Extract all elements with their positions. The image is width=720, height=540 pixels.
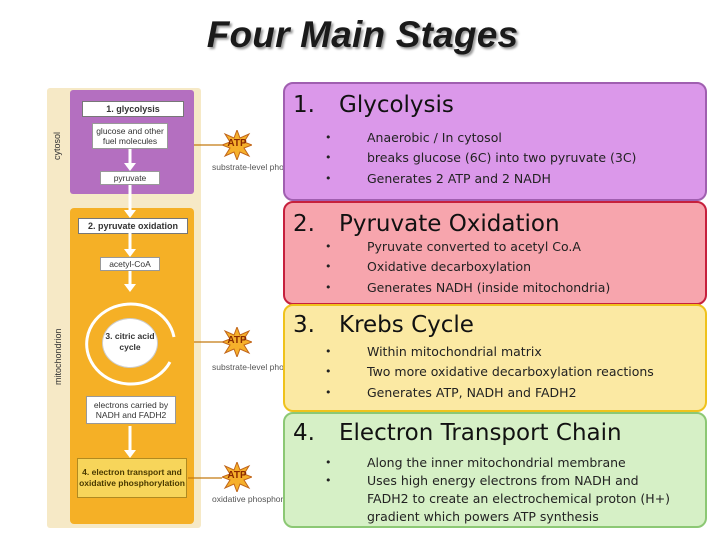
- electrons-carried-box: electrons carried by NADH and FADH2: [86, 396, 176, 424]
- bullet: Generates 2 ATP and 2 NADH: [323, 169, 636, 190]
- stage-heading: 4.Electron Transport Chain: [293, 420, 622, 446]
- bullet: breaks glucose (6C) into two pyruvate (3…: [323, 148, 636, 169]
- substrate-level-phosphorylation-2: substrate-level phosphorylation: [212, 362, 330, 372]
- diagram-arrows: [85, 144, 222, 479]
- stage-glycolysis: 1.Glycolysis Anaerobic / In cytosol brea…: [283, 82, 707, 201]
- stage-heading: 3.Krebs Cycle: [293, 312, 474, 338]
- bullet: Generates ATP, NADH and FADH2: [323, 383, 654, 404]
- bullet: Pyruvate converted to acetyl Co.A: [323, 237, 610, 258]
- stage-bullets: Anaerobic / In cytosol breaks glucose (6…: [323, 128, 636, 190]
- pyruvate-oxidation-stage-label: 2. pyruvate oxidation: [78, 218, 188, 234]
- bullet: Anaerobic / In cytosol: [323, 128, 636, 149]
- stage-krebs-cycle: 3.Krebs Cycle Within mitochondrial matri…: [283, 304, 707, 412]
- bullet: Within mitochondrial matrix: [323, 342, 654, 363]
- bullet: Generates NADH (inside mitochondria): [323, 278, 610, 299]
- stage-bullets: Within mitochondrial matrix Two more oxi…: [323, 342, 654, 404]
- atp-starburst-3: ATP: [220, 460, 254, 494]
- respiration-diagram: cytosol mitochondrion 1. glycolysis gluc…: [0, 0, 330, 540]
- stage-bullets: Pyruvate converted to acetyl Co.A Oxidat…: [323, 237, 610, 299]
- bullet: Oxidative decarboxylation: [323, 257, 610, 278]
- bullet: Two more oxidative decarboxylation react…: [323, 362, 654, 383]
- oxidative-phosphorylation-label: oxidative phosphorylation: [212, 494, 308, 504]
- citric-acid-cycle-label: 3. citric acid cycle: [105, 331, 155, 352]
- glycolysis-stage-label: 1. glycolysis: [82, 101, 184, 117]
- glucose-box: glucose and other fuel molecules: [92, 123, 168, 149]
- atp-starburst-2: ATP: [220, 325, 254, 359]
- stage-heading: 1.Glycolysis: [293, 92, 454, 118]
- atp-starburst-1: ATP: [220, 128, 254, 162]
- pyruvate-box: pyruvate: [100, 171, 160, 185]
- substrate-level-phosphorylation-1: substrate-level phosphorylation: [212, 162, 330, 172]
- citric-acid-cycle-circle: [102, 318, 158, 368]
- etc-stage-label: 4. electron transport and oxidative phos…: [77, 458, 187, 498]
- stage-bullets: Along the inner mitochondrial membrane U…: [323, 454, 679, 526]
- stage-heading: 2.Pyruvate Oxidation: [293, 211, 560, 237]
- page-title: Four Main Stages: [206, 14, 519, 55]
- acetyl-coa-box: acetyl-CoA: [100, 257, 160, 271]
- bullet: Along the inner mitochondrial membrane: [323, 454, 679, 472]
- bullet: Uses high energy electrons from NADH and…: [323, 472, 679, 526]
- stage-electron-transport-chain: 4.Electron Transport Chain Along the inn…: [283, 412, 707, 528]
- stage-pyruvate-oxidation: 2.Pyruvate Oxidation Pyruvate converted …: [283, 201, 707, 305]
